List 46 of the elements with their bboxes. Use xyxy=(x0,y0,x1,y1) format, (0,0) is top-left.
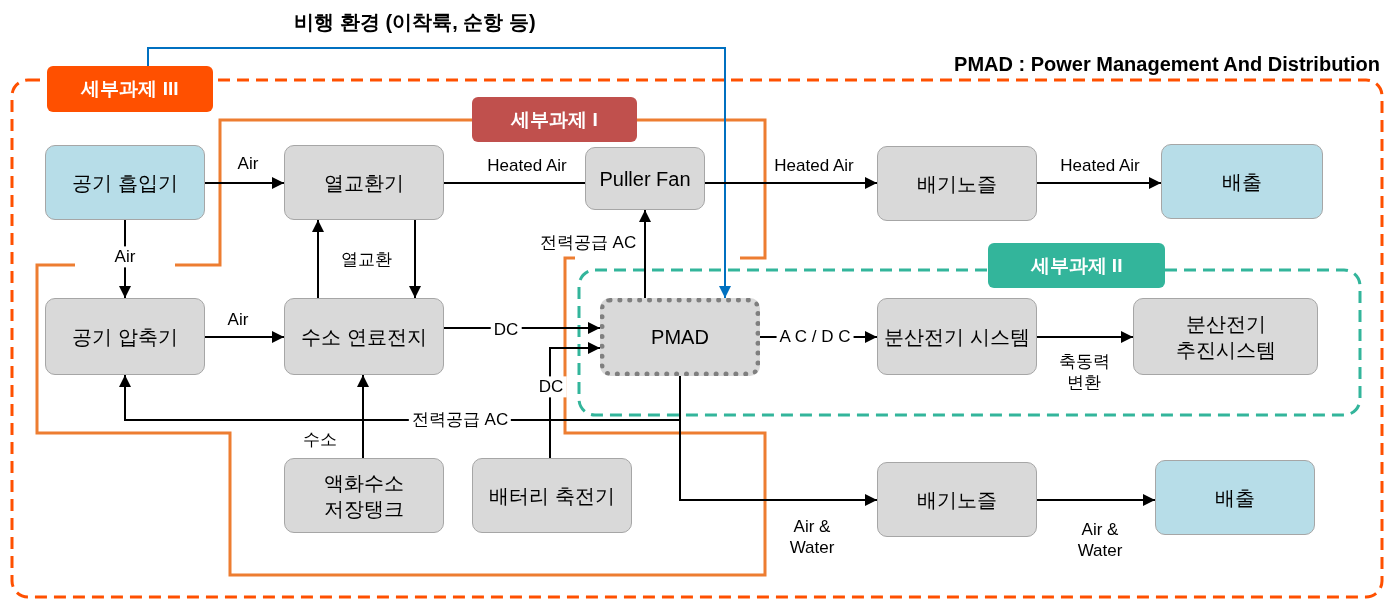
arrow xyxy=(204,331,285,343)
edge-label: Air & Water xyxy=(788,515,836,559)
edge-label: 전력공급 AC xyxy=(538,232,638,254)
process-box: 배터리 축전기 xyxy=(472,458,632,533)
arrow xyxy=(204,177,285,189)
arrow xyxy=(357,374,369,459)
section-badge: 세부과제 II xyxy=(988,243,1165,288)
edge-label: Heated Air xyxy=(486,155,568,177)
process-box: 배출 xyxy=(1155,460,1315,535)
edge-label: 수소 xyxy=(302,429,338,451)
edge-label: Heated Air xyxy=(1059,155,1141,177)
process-box: 배출 xyxy=(1161,144,1323,219)
arrow xyxy=(679,375,878,506)
arrow xyxy=(639,209,651,299)
process-box: Puller Fan xyxy=(585,147,705,210)
section-badge: 세부과제 I xyxy=(472,97,637,142)
arrow xyxy=(549,342,601,459)
section-badge: 세부과제 III xyxy=(47,66,213,112)
process-box: 공기 압축기 xyxy=(45,298,205,375)
arrow xyxy=(704,177,878,189)
process-box: 배기노즐 xyxy=(877,146,1037,221)
edge-label: 비행 환경 (이착륙, 순항 등) xyxy=(293,9,537,35)
process-box: PMAD xyxy=(600,298,760,376)
edge-label: Air xyxy=(236,153,260,175)
note-text: PMAD : Power Management And Distribution xyxy=(954,53,1380,76)
connector-line xyxy=(443,182,586,184)
arrow xyxy=(312,219,324,299)
process-box: 수소 연료전지 xyxy=(284,298,444,375)
edge-label: Air & Water xyxy=(1076,518,1124,562)
process-box: 분산전기 추진시스템 xyxy=(1133,298,1318,375)
edge-label: 열교환 xyxy=(339,249,393,271)
edge-label: Heated Air xyxy=(773,155,855,177)
arrow xyxy=(1036,177,1162,189)
process-box: 열교환기 xyxy=(284,145,444,220)
arrow xyxy=(1036,331,1134,343)
edge-label: 축동력 변환 xyxy=(1057,350,1111,394)
process-box: 배기노즐 xyxy=(877,462,1037,537)
process-box: 공기 흡입기 xyxy=(45,145,205,220)
edge-label: Air xyxy=(111,246,139,268)
edge-label: Air xyxy=(226,309,250,331)
arrow xyxy=(147,47,731,299)
process-box: 분산전기 시스템 xyxy=(877,298,1037,375)
arrow xyxy=(1036,494,1156,506)
process-box: 액화수소 저장탱크 xyxy=(284,458,444,533)
edge-label: 전력공급 AC xyxy=(408,409,512,431)
arrow xyxy=(409,219,421,299)
